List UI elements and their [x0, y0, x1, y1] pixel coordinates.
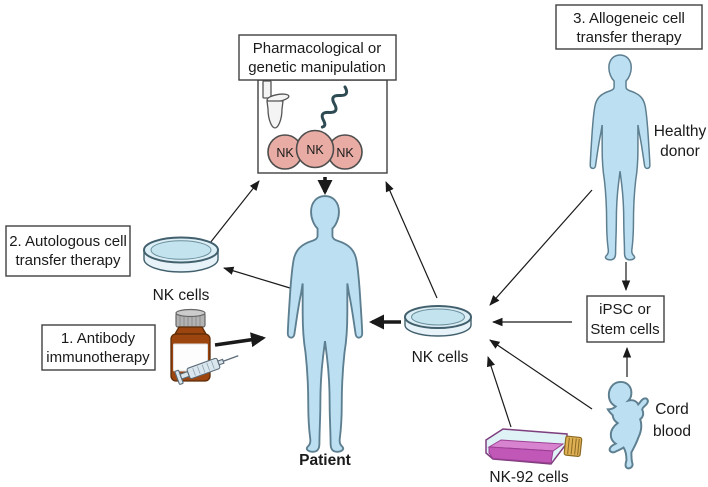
antibody-box-line2: immunotherapy: [46, 349, 150, 366]
autologous-box-line2: transfer therapy: [15, 252, 121, 269]
eppendorf-tube-icon: [262, 80, 290, 129]
patient-figure: [286, 195, 364, 453]
ipsc-box-line1: iPSC or: [599, 301, 651, 318]
manipulation-panel: NK NK NK Pharmacological or genetic mani…: [238, 34, 397, 174]
nk-cells-left-label: NK cells: [153, 287, 210, 304]
allogeneic-box-line1: 3. Allogeneic cell: [573, 10, 685, 27]
antibody-box: [41, 324, 156, 371]
allogeneic-box: [555, 4, 703, 50]
donor-figure: [589, 54, 651, 261]
culture-flask-icon: [485, 428, 583, 465]
connector-arrows: [209, 180, 632, 428]
nk-cell-group: NK NK NK: [267, 129, 363, 170]
arrow-left-dish-to-manipulation: [209, 180, 260, 244]
healthy-donor-label-line2: donor: [660, 143, 700, 160]
patient-label: Patient: [299, 452, 351, 469]
arrow-antibody-to-patient: [214, 332, 266, 348]
nk-cell-middle-icon: [295, 129, 335, 169]
pharma-box: [238, 34, 397, 81]
healthy-donor-label-line1: Healthy: [654, 123, 707, 140]
petri-dish-right-icon: [404, 305, 472, 337]
nk-cell-right-label: NK: [336, 146, 354, 160]
antibody-box-line1: 1. Antibody: [61, 330, 136, 347]
arrow-right-dish-to-manipulation: [385, 181, 438, 299]
autologous-box-line1: 2. Autologous cell: [9, 233, 127, 250]
nk-cell-middle-label: NK: [306, 143, 324, 157]
pharma-box-line1: Pharmacological or: [253, 40, 381, 57]
nk92-cells-label: NK-92 cells: [489, 469, 568, 486]
pharma-box-line2: genetic manipulation: [248, 59, 386, 76]
cord-blood-label-line1: Cord: [655, 401, 689, 418]
petri-dish-left-icon: [143, 236, 219, 273]
cord-blood-label-line2: blood: [653, 423, 691, 440]
nk-cell-left-label: NK: [276, 146, 294, 160]
flask-cap: [563, 435, 583, 457]
baby-figure: [606, 380, 649, 470]
syringe-icon: [174, 355, 239, 385]
allogeneic-box-line2: transfer therapy: [576, 29, 682, 46]
nk-cells-right-label: NK cells: [412, 349, 469, 366]
arrow-patient-to-left-dish: [223, 266, 291, 289]
autologous-box: [5, 225, 131, 277]
ipsc-box-line2: Stem cells: [590, 321, 659, 338]
ipsc-box: [586, 295, 665, 343]
treatment-arrows: [214, 177, 401, 348]
arrow-cordblood-to-right-dish: [489, 339, 593, 410]
dna-strand-icon: [320, 85, 349, 129]
arrow-nk92-to-right-dish: [486, 356, 512, 428]
arrow-donor-to-right-dish: [489, 189, 593, 306]
